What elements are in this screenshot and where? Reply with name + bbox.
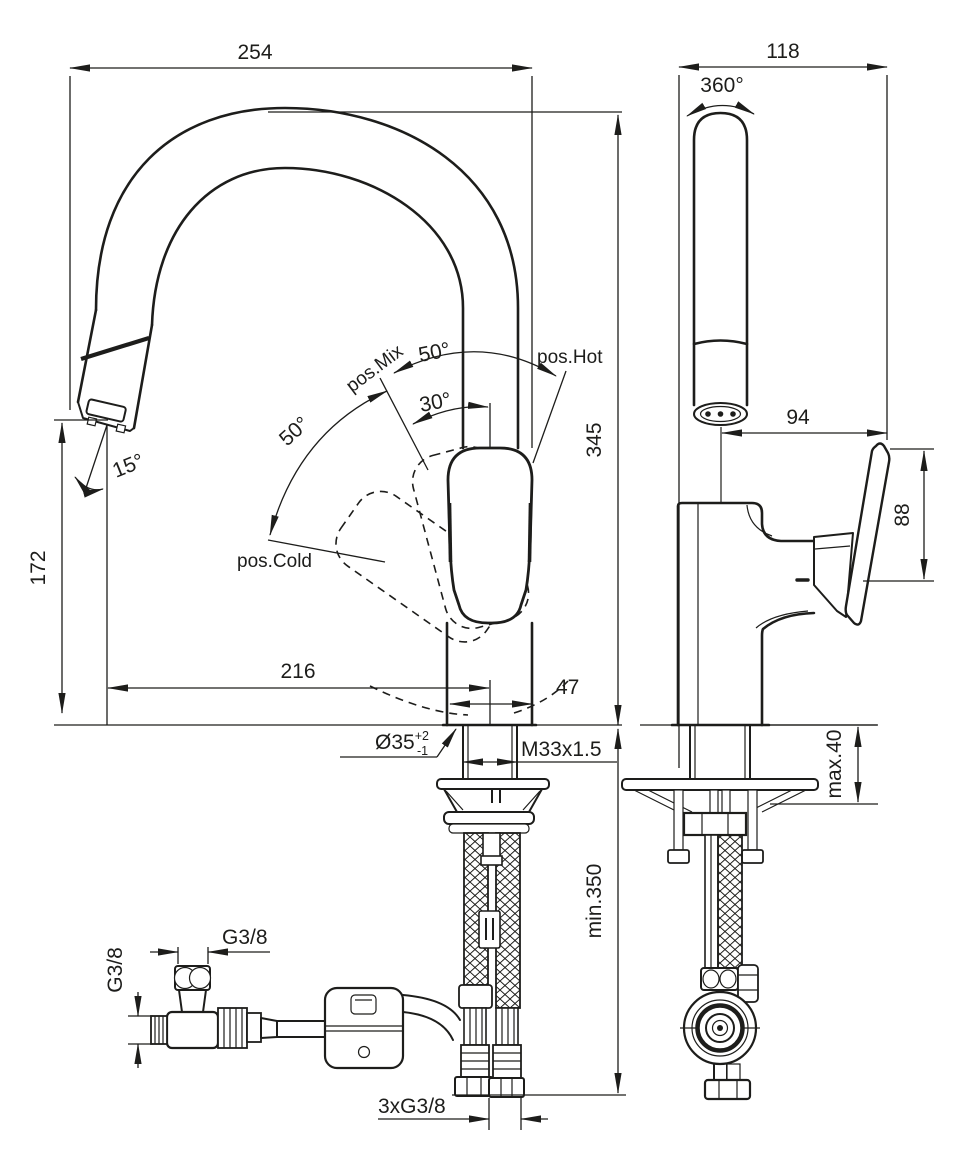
spout-tilt-label: 15° [109,449,147,482]
dim-shank-thread: M33x1.5 [462,738,617,766]
dim-g38-side-label: G3/8 [104,947,127,993]
lever-handle-side [795,442,891,626]
front-view: 50° 30° 50° pos.Mix pos.Hot pos.Cold 15°… [27,41,626,1130]
side-view: 118 360° 94 88 [621,40,934,1101]
threaded-shank-front [462,724,518,780]
gooseneck-spout [76,106,520,450]
dim-min-depth: min.350 [452,728,626,1096]
pos-cold-label: pos.Cold [237,551,312,572]
dim-88-label: 88 [891,503,914,526]
swivel-360-label: 360° [700,74,743,97]
pos-mix-label: pos.Mix [342,341,407,397]
threaded-shank-side [689,724,751,780]
dim-345-label: 345 [583,422,606,457]
dim-94-label: 94 [786,406,810,429]
dim-hose-connections: 3xG3/8 [378,1095,548,1130]
pos-hot-label: pos.Hot [537,347,603,368]
supply-hoses-front [454,832,525,1098]
spout-column-side [692,111,749,502]
dim-hole-label: Ø35+2-1 [375,729,429,758]
angle-mix-to-hot-label: 50° [417,338,453,367]
handle-angle-annotations: 50° 30° 50° pos.Mix pos.Hot pos.Cold [237,338,603,572]
dim-254-label: 254 [237,41,272,64]
dim-spout-reach: 216 [107,660,491,725]
dim-max40-label: max.40 [823,730,846,799]
dim-g38-top-label: G3/8 [222,926,268,949]
dim-overall-height: 345 [268,111,622,726]
dim-max-deck-thickness: max.40 [765,724,878,805]
dim-valve-thread-top: G3/8 [150,926,270,964]
check-valve-assembly [150,965,461,1070]
hose-weight-clip [323,986,405,1070]
supply-hose-side [680,834,760,1101]
check-valve-side [680,990,760,1066]
spout-tilt-annotation: 15° [74,424,147,725]
dim-outlet-offset: 94 [721,406,888,437]
dim-hole-diameter: Ø35+2-1 [340,728,457,758]
angle-cold-to-mix-label: 50° [275,412,314,450]
faucet-body-side [670,501,816,727]
spray-head-aerator [85,398,127,434]
dim-valve-thread-side: G3/8 [104,947,153,1068]
dim-overall-depth: 118 [678,40,888,768]
lever-handle-front [446,446,534,625]
angle-mix-to-center-label: 30° [418,388,454,417]
aerator-side [693,402,748,426]
dim-47-label: 47 [556,676,579,699]
dim-outlet-height: 172 [27,419,108,714]
swivel-annotation: 360° [686,74,755,117]
dim-118-label: 118 [766,40,799,63]
dim-overall-width: 254 [69,41,533,448]
dim-handle-height: 88 [863,448,934,582]
dim-172-label: 172 [27,550,50,585]
mounting-hardware-front [436,778,550,834]
dim-216-label: 216 [280,660,315,683]
dim-body-width: 47 [449,676,579,708]
dim-min350-label: min.350 [583,864,606,939]
dim-m33-label: M33x1.5 [521,738,602,761]
dim-3xg38-label: 3xG3/8 [378,1095,446,1118]
